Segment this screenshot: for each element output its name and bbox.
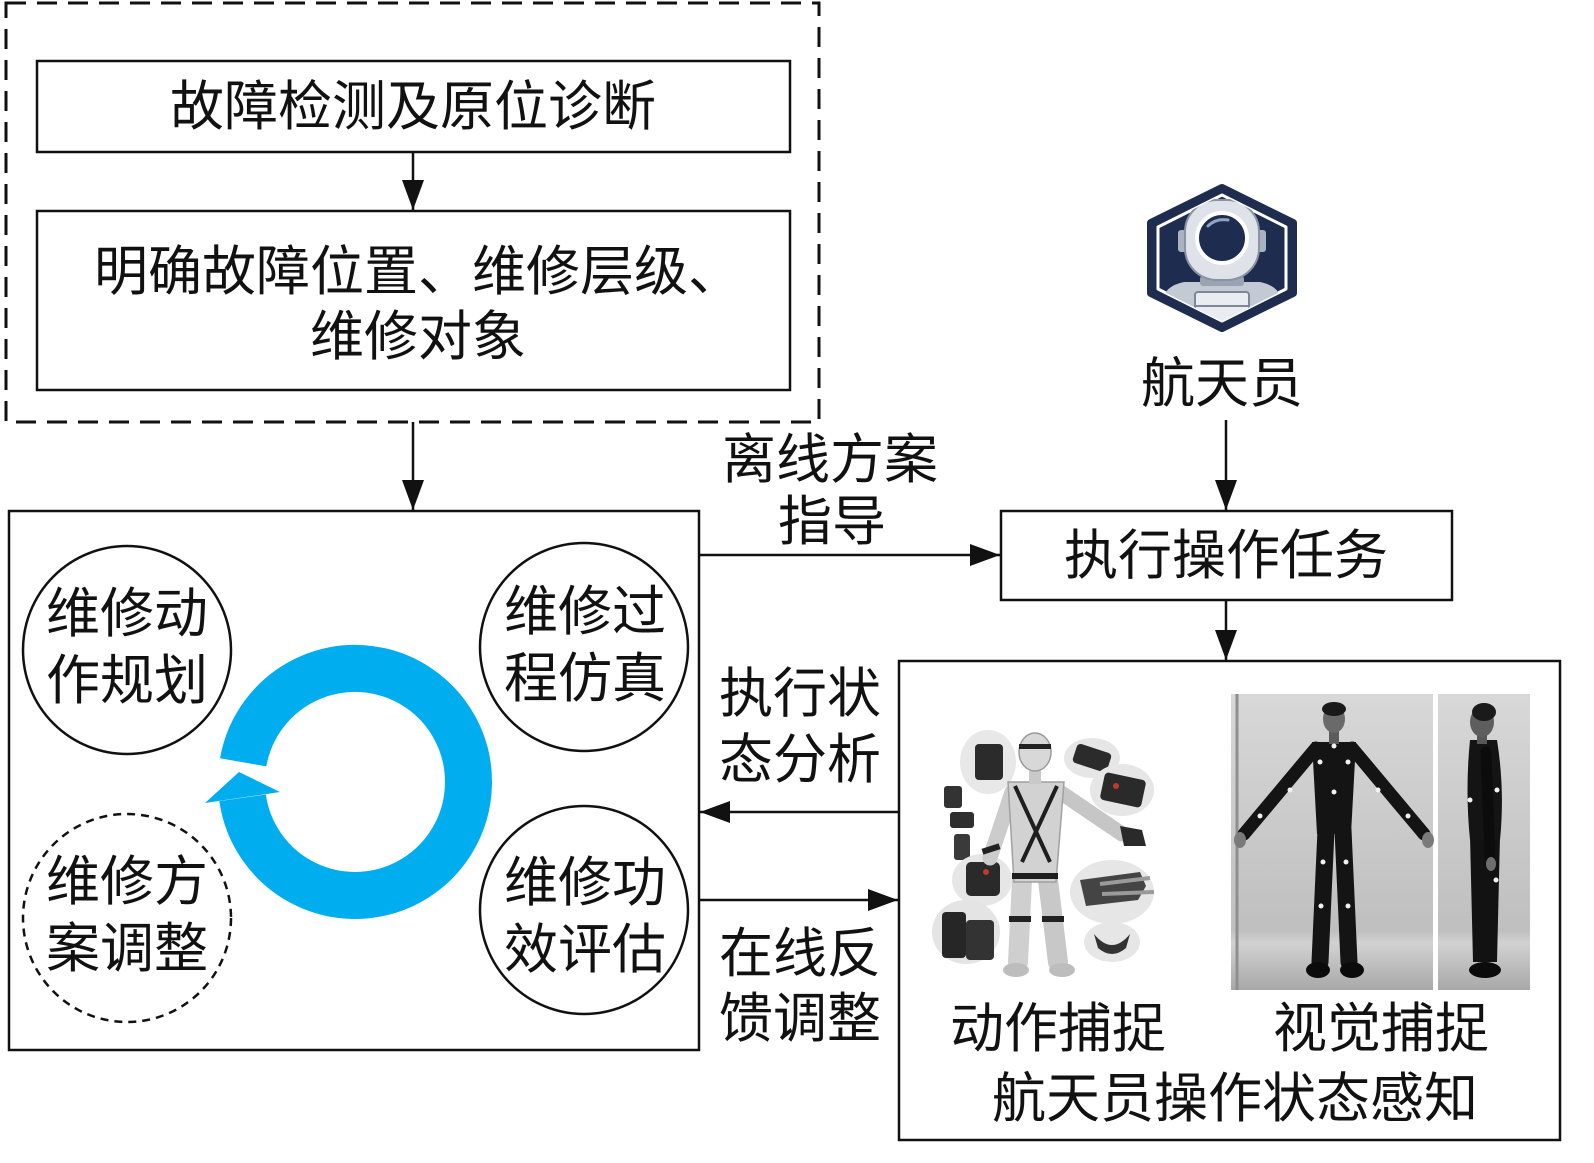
status-analysis-line2: 态分析 bbox=[719, 728, 881, 791]
online-feedback-line1: 在线反 bbox=[719, 922, 881, 985]
front-view-subject bbox=[1234, 702, 1434, 978]
astronaut-label: 航天员 bbox=[1141, 352, 1303, 415]
node-plan-adjustment-line2: 案调整 bbox=[46, 917, 208, 980]
equipment-indicator bbox=[1113, 783, 1119, 789]
perception-title: 航天员操作状态感知 bbox=[992, 1067, 1478, 1130]
equipment-item bbox=[966, 920, 994, 960]
astronaut-figure bbox=[1162, 199, 1282, 321]
motion-capture-label: 动作捕捉 bbox=[950, 997, 1166, 1060]
equipment-item bbox=[966, 862, 1000, 896]
wrist-strap bbox=[981, 843, 1001, 855]
subject-hand bbox=[1234, 832, 1246, 848]
motion-capture-image bbox=[932, 730, 1155, 977]
figure-headband bbox=[1019, 744, 1051, 749]
node-action-planning-line1: 维修动 bbox=[46, 582, 208, 645]
equipment-item bbox=[942, 912, 966, 958]
equipment-item bbox=[944, 786, 962, 808]
motion-marker bbox=[1320, 859, 1326, 865]
node-plan-adjustment-line1: 维修方 bbox=[46, 850, 208, 913]
offline-guidance-line2: 指导 bbox=[778, 490, 886, 553]
cycle-ring-arrow bbox=[219, 644, 492, 919]
motion-marker bbox=[1343, 859, 1349, 865]
node-process-simulation-line1: 维修过 bbox=[504, 580, 666, 643]
equipment-item bbox=[1100, 772, 1146, 808]
subject-shoe bbox=[1340, 962, 1364, 978]
astronaut-badge-icon bbox=[1147, 184, 1297, 332]
subject-hair bbox=[1472, 703, 1496, 721]
motion-marker bbox=[1375, 787, 1381, 793]
equipment-item bbox=[950, 812, 974, 828]
motion-marker bbox=[1331, 789, 1337, 795]
cycle-ring-arrowhead bbox=[205, 772, 280, 803]
fault-localization-label-line2: 维修对象 bbox=[310, 305, 526, 368]
harness-strap bbox=[1020, 785, 1059, 863]
side-view-subject bbox=[1467, 703, 1502, 978]
equipment-item bbox=[975, 744, 1003, 780]
knee-strap bbox=[1009, 916, 1031, 922]
subject-hand bbox=[1422, 832, 1434, 848]
fault-detection-label: 故障检测及原位诊断 bbox=[170, 75, 656, 138]
figure-foot bbox=[1003, 963, 1029, 977]
fault-localization-box bbox=[35, 209, 792, 392]
subject-torso bbox=[1312, 742, 1356, 834]
motion-marker bbox=[1405, 813, 1411, 819]
subject-arm-right bbox=[1345, 741, 1431, 841]
subject-leg-right bbox=[1334, 821, 1358, 971]
status-analysis-line1: 执行状 bbox=[719, 662, 881, 725]
motion-marker bbox=[1345, 903, 1351, 909]
task-label: 执行操作任务 bbox=[1064, 524, 1388, 587]
figure-head bbox=[1018, 732, 1052, 772]
figure-arm-right bbox=[1052, 784, 1130, 842]
subject-neck bbox=[1329, 730, 1339, 744]
node-process-simulation-line2: 程仿真 bbox=[504, 647, 666, 710]
subject-neck bbox=[1477, 732, 1487, 744]
figure-neck bbox=[1029, 768, 1041, 784]
subject-hand bbox=[1486, 857, 1496, 871]
offline-guidance-line1: 离线方案 bbox=[722, 428, 938, 491]
equipment-item bbox=[954, 834, 970, 860]
subject-arm-left bbox=[1237, 741, 1323, 841]
subject-hair bbox=[1322, 702, 1346, 716]
figure-glove bbox=[1120, 826, 1146, 846]
equipment-backdrop bbox=[1084, 922, 1140, 962]
node-action-planning bbox=[21, 544, 233, 756]
equipment-item bbox=[1072, 743, 1112, 773]
knee-strap bbox=[1042, 916, 1064, 922]
motion-marker bbox=[1317, 759, 1323, 765]
node-efficacy-evaluation-line1: 维修功 bbox=[504, 851, 666, 914]
visual-capture-image bbox=[1231, 694, 1530, 990]
subject-arm bbox=[1480, 746, 1496, 864]
visual-capture-label: 视觉捕捉 bbox=[1273, 997, 1489, 1060]
figure-foot bbox=[1049, 963, 1075, 977]
motion-marker bbox=[1345, 759, 1351, 765]
glove-finger bbox=[1101, 890, 1155, 896]
subject-shoe bbox=[1306, 962, 1330, 978]
node-plan-adjustment bbox=[21, 812, 233, 1024]
subject-shoe bbox=[1469, 962, 1501, 978]
equipment-item bbox=[1094, 934, 1130, 954]
motion-marker bbox=[1493, 877, 1499, 883]
subject-leg-left bbox=[1311, 821, 1335, 971]
motion-marker bbox=[1257, 813, 1263, 819]
node-efficacy-evaluation bbox=[478, 804, 690, 1016]
motion-marker bbox=[1287, 787, 1293, 793]
node-efficacy-evaluation-line2: 效评估 bbox=[504, 918, 666, 981]
motion-marker bbox=[1467, 797, 1473, 803]
online-feedback-line2: 馈调整 bbox=[719, 987, 881, 1050]
motion-marker bbox=[1494, 787, 1500, 793]
task-box bbox=[999, 509, 1454, 602]
node-process-simulation bbox=[478, 541, 690, 753]
motion-marker bbox=[1331, 743, 1337, 749]
glove-finger bbox=[1099, 876, 1151, 886]
motion-marker bbox=[1318, 903, 1324, 909]
visor-highlight bbox=[1206, 218, 1230, 228]
fault-localization-label-line1: 明确故障位置、维修层级、 bbox=[94, 240, 742, 303]
harness-strap bbox=[1013, 785, 1052, 863]
diagnosis-group-frame bbox=[4, 1, 821, 424]
equipment-indicator bbox=[983, 869, 989, 875]
node-action-planning-line2: 作规划 bbox=[46, 649, 208, 712]
